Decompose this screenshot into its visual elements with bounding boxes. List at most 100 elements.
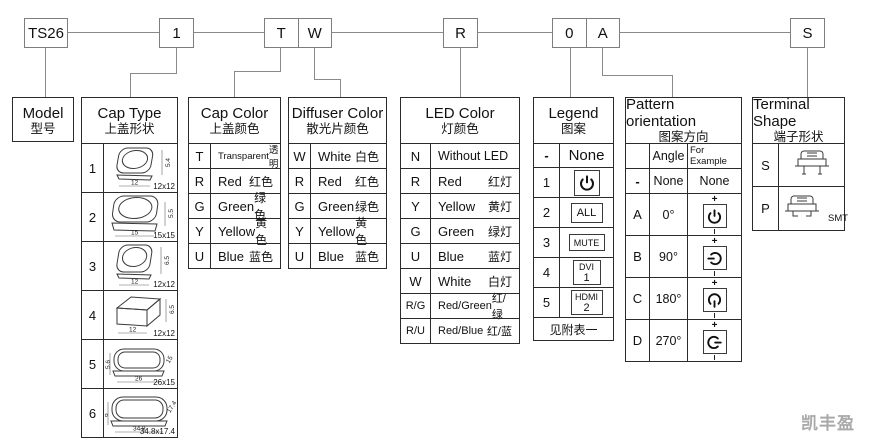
cap-dim-h: 5.5 bbox=[168, 208, 175, 217]
diffuser-color-title: Diffuser Color bbox=[291, 104, 384, 122]
cap-dim-h: 6.5 bbox=[164, 255, 171, 264]
led-color-row: N Without LED bbox=[401, 143, 519, 168]
pn-cap-color-cell: T bbox=[265, 19, 298, 47]
pn-box-colors: T W bbox=[264, 18, 332, 48]
legend-subtitle: 图案 bbox=[560, 121, 586, 136]
cap-type-header: Cap Type 上盖形状 bbox=[82, 98, 177, 143]
color-code: R bbox=[289, 169, 311, 193]
terminal-shape-title: Terminal Shape bbox=[753, 96, 810, 130]
cap-shape-3-drawing: 6.5 12 bbox=[116, 244, 171, 285]
led-code: N bbox=[401, 144, 431, 168]
led-en: Red bbox=[438, 173, 462, 189]
legend-row: 3 MUTE bbox=[534, 227, 613, 257]
legend-dvi-badge: DVI 1 bbox=[572, 260, 601, 285]
cap-type-row: 2 5.5 15 15x15 bbox=[82, 192, 177, 241]
cap-type-subtitle: 上盖形状 bbox=[104, 121, 155, 136]
cap-color-subtitle: 上盖颜色 bbox=[209, 121, 260, 136]
pattern-col-example-text: For Example bbox=[690, 145, 727, 167]
minus-tick bbox=[713, 313, 716, 318]
led-code: R bbox=[401, 169, 431, 193]
legend-value: ALL bbox=[560, 198, 613, 227]
color-en: Yellow bbox=[218, 223, 256, 239]
cap-size-label: 34.8x17.4 bbox=[139, 427, 175, 436]
pattern-example: + bbox=[688, 194, 741, 235]
pattern-subheader-blank bbox=[626, 144, 650, 168]
led-en: Yellow bbox=[438, 198, 476, 214]
led-code: R/U bbox=[401, 319, 431, 343]
pattern-code: B bbox=[626, 236, 650, 277]
led-cn: 白灯 bbox=[487, 274, 512, 289]
led-color-subtitle: 灯颜色 bbox=[441, 121, 479, 136]
pattern-angle: None bbox=[650, 169, 688, 193]
cap-dim-w: 26 bbox=[135, 375, 143, 382]
pattern-angle: 90° bbox=[650, 236, 688, 277]
legend-code: 5 bbox=[534, 288, 560, 317]
legend-row: 4 DVI 1 bbox=[534, 257, 613, 287]
color-en: Yellow bbox=[318, 223, 356, 239]
terminal-row: P SMT bbox=[753, 186, 848, 230]
legend-title: Legend bbox=[548, 104, 599, 122]
led-cn: 蓝灯 bbox=[487, 249, 512, 264]
smt-switch-drawing bbox=[785, 195, 819, 216]
pattern-code: A bbox=[626, 194, 650, 235]
led-code: U bbox=[401, 244, 431, 268]
pattern-row: C 180° + bbox=[626, 277, 741, 319]
cap-shape-4-drawing: 6.5 12 bbox=[115, 295, 176, 333]
color-code: G bbox=[289, 194, 311, 218]
connector-line bbox=[314, 79, 340, 80]
legend-hdmi-text: HDMI bbox=[575, 291, 598, 302]
pattern-orientation-subtitle: 图案方向 bbox=[658, 130, 709, 144]
led-cn: 绿灯 bbox=[487, 224, 512, 239]
led-cn: 红/蓝 bbox=[486, 326, 512, 338]
pattern-code: - bbox=[626, 169, 650, 193]
legend-all-badge: ALL bbox=[570, 202, 603, 223]
color-en: Green bbox=[218, 198, 255, 214]
color-code: T bbox=[189, 144, 211, 168]
legend-row: - None bbox=[534, 143, 613, 167]
cap-drawing-cell: 5.5 15 15x15 bbox=[104, 193, 177, 241]
through-hole-switch-drawing bbox=[794, 150, 829, 175]
cap-dim-h: 6 bbox=[105, 413, 110, 417]
pn-box-legend-orientation: 0 A bbox=[552, 18, 620, 48]
connector-line bbox=[602, 48, 603, 75]
color-code: U bbox=[289, 244, 311, 268]
cap-drawing-cell: 6.5 12 12x12 bbox=[104, 291, 177, 339]
cap-size-label: 12x12 bbox=[153, 280, 175, 289]
color-cn: 白色 bbox=[354, 149, 379, 164]
pattern-row: - None None bbox=[626, 168, 741, 193]
watermark: 凯丰盈 bbox=[801, 414, 855, 433]
power-orientation-180: + bbox=[702, 279, 727, 318]
legend-code: 3 bbox=[534, 228, 560, 257]
pattern-angle: 270° bbox=[650, 320, 688, 361]
pattern-example: + bbox=[688, 320, 741, 361]
connector-line bbox=[602, 75, 672, 76]
pattern-code: D bbox=[626, 320, 650, 361]
color-cn: 透明 bbox=[268, 145, 279, 170]
terminal-shape-subtitle: 端子形状 bbox=[773, 130, 824, 144]
cap-color-title: Cap Color bbox=[200, 104, 269, 122]
connector-line bbox=[672, 75, 673, 97]
color-cn: 绿色 bbox=[354, 199, 379, 214]
color-cn: 红色 bbox=[248, 174, 273, 189]
cap-size-label: 12x12 bbox=[153, 182, 175, 191]
power-orientation-90: + bbox=[702, 237, 727, 276]
cap-dim-d: 17.4 bbox=[166, 399, 176, 414]
legend-footer-note: 见附表一 bbox=[534, 317, 613, 340]
smt-label: SMT bbox=[828, 213, 849, 224]
pn-terminal-label: S bbox=[802, 24, 813, 42]
color-cn: 红色 bbox=[354, 174, 379, 189]
model-subtitle: 型号 bbox=[30, 121, 56, 136]
